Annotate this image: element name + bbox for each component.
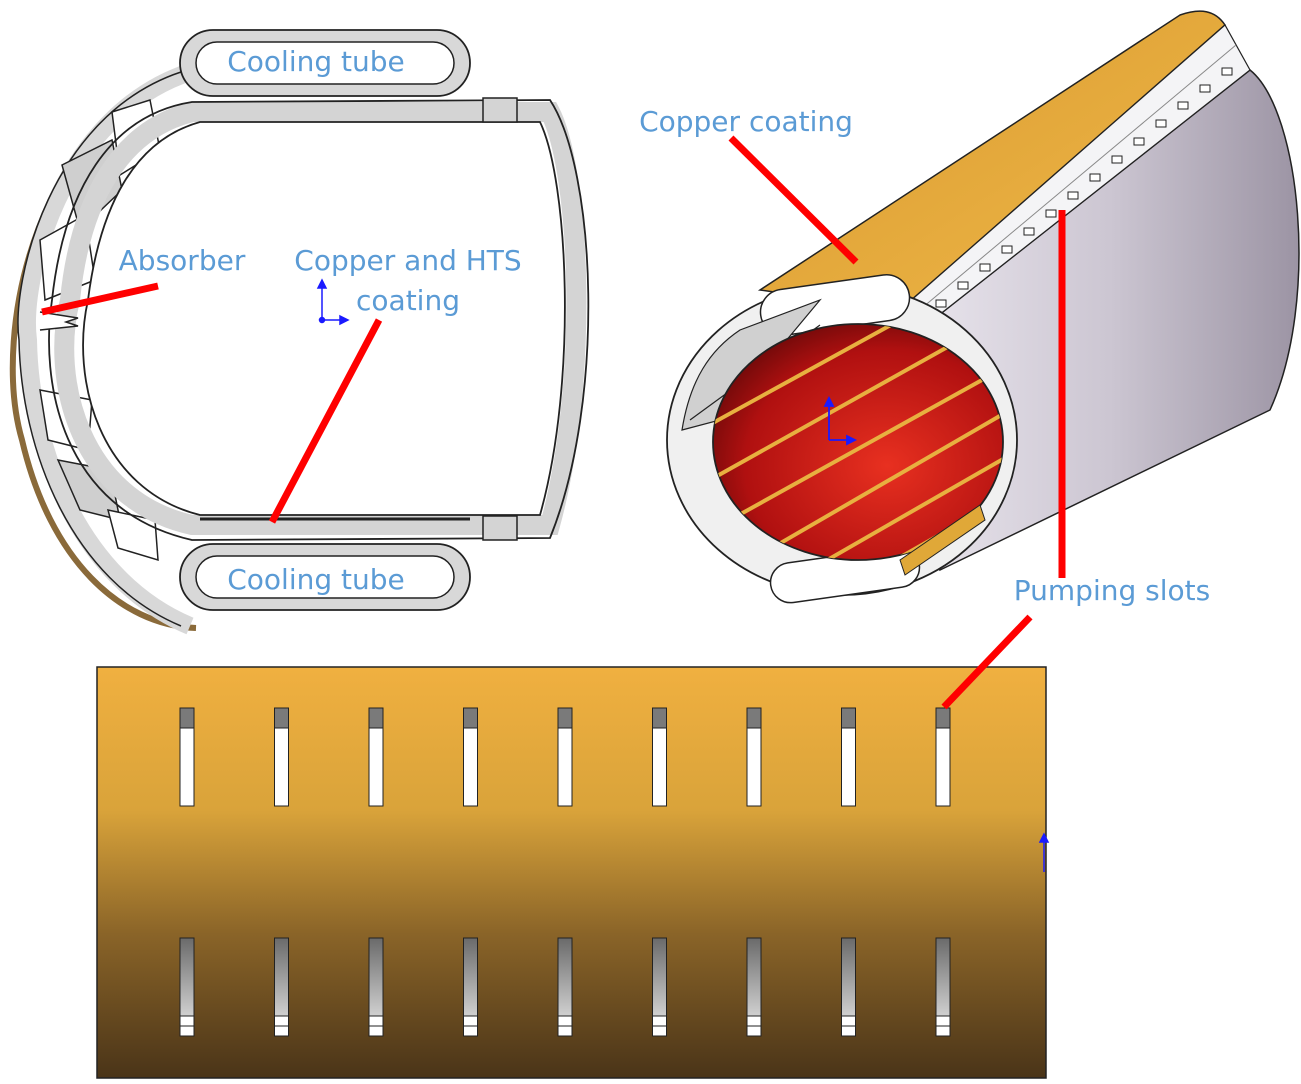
pumping-slot	[652, 707, 667, 807]
absorber-notch	[39, 311, 79, 331]
pumping-slot	[841, 937, 856, 1037]
pumping-slot	[463, 937, 478, 1037]
isometric-cutaway-view: Copper coating Pumping slots	[639, 10, 1300, 607]
pumping-slot	[274, 707, 289, 807]
cooling-tube-top-label: Cooling tube	[227, 45, 405, 78]
cooling-tube-top	[179, 29, 471, 97]
pumping-slot	[746, 707, 762, 807]
axis-triad-icon-sheet	[1038, 832, 1050, 872]
slot-row-bottom	[179, 937, 951, 1037]
pumping-slot	[274, 937, 289, 1037]
pumping-slot	[841, 707, 856, 807]
cooling-tube-bottom-label: Cooling tube	[227, 563, 405, 596]
pumping-slot-row-3d	[935, 67, 1233, 308]
axis-triad-icon	[316, 278, 350, 326]
absorber-leader	[41, 282, 159, 316]
copper-coating-leader	[728, 135, 859, 265]
cross-section-view: Cooling tube Cooling tube Absorber Coppe…	[9, 29, 590, 635]
pumping-slots-label: Pumping slots	[1014, 574, 1210, 607]
pumping-slot	[179, 937, 195, 1037]
axis-triad-icon-3d	[823, 395, 858, 446]
pumping-slots-leader-sheet	[941, 614, 1033, 710]
pumping-slot	[935, 937, 951, 1037]
pumping-slot	[463, 707, 478, 807]
copper-coating-label: Copper coating	[639, 105, 853, 138]
pumping-slot	[652, 937, 667, 1037]
flat-sheet-view	[96, 614, 1050, 1079]
pumping-slot	[368, 707, 384, 807]
absorber-label: Absorber	[119, 244, 246, 277]
slot-row-top	[179, 707, 951, 807]
inner-wall	[54, 102, 587, 535]
pumping-slot	[368, 937, 384, 1037]
coating-leader	[268, 318, 383, 524]
cooling-tube-bottom	[179, 543, 471, 611]
pumping-slot	[746, 937, 762, 1037]
outer-shell	[18, 63, 194, 635]
pumping-slot	[179, 707, 195, 807]
pumping-slot	[935, 707, 951, 807]
copper-hts-label-line2: coating	[356, 284, 460, 317]
copper-hts-label-line1: Copper and HTS	[294, 244, 521, 277]
pumping-slot	[557, 937, 573, 1037]
pumping-slot	[557, 707, 573, 807]
